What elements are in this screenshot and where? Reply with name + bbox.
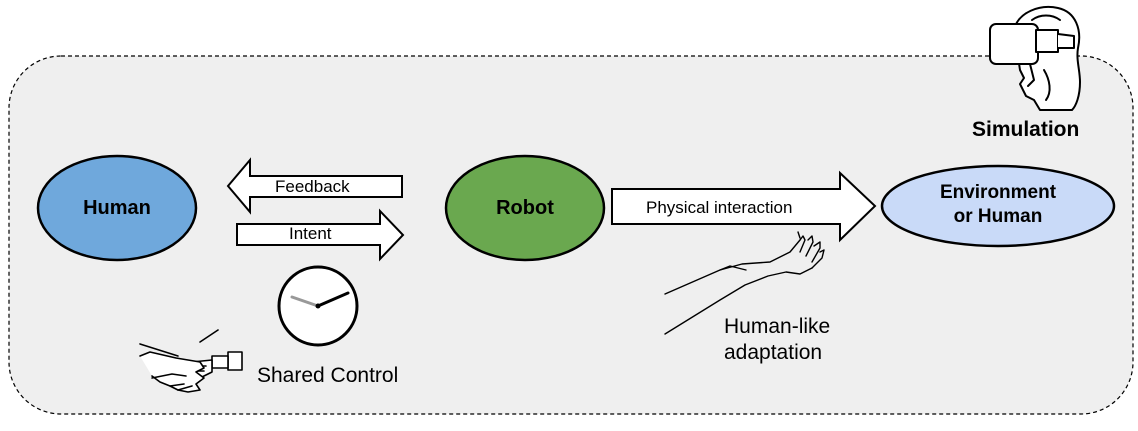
open-hand-icon	[664, 231, 825, 335]
adaptation-line1: Human-like	[724, 315, 831, 338]
intent-arrow-label: Intent	[289, 224, 332, 243]
adaptation-line2: adaptation	[724, 341, 823, 365]
shared-control-label: Shared Control	[257, 364, 399, 387]
environment-node-label: Environment or Human	[882, 181, 1114, 229]
environment-label-line2: or Human	[953, 205, 1043, 227]
vr-headset-icon	[989, 6, 1081, 111]
environment-label-line1: Environment	[939, 182, 1057, 203]
simulation-label: Simulation	[972, 118, 1080, 141]
human-like-adaptation-label: Human-like adaptation	[724, 314, 830, 367]
environment-node	[880, 164, 1116, 248]
robot-node-label: Robot	[496, 197, 554, 219]
feedback-arrow	[226, 157, 403, 215]
robot-node	[444, 154, 606, 262]
human-node-label: Human	[83, 197, 151, 219]
physical-interaction-label: Physical interaction	[646, 198, 793, 217]
robot-handshake-icon	[139, 329, 243, 393]
intent-arrow	[236, 208, 405, 262]
feedback-arrow-label: Feedback	[275, 177, 350, 196]
human-node	[36, 154, 198, 262]
physical-interaction-arrow	[611, 170, 877, 243]
clock-icon	[277, 265, 359, 347]
